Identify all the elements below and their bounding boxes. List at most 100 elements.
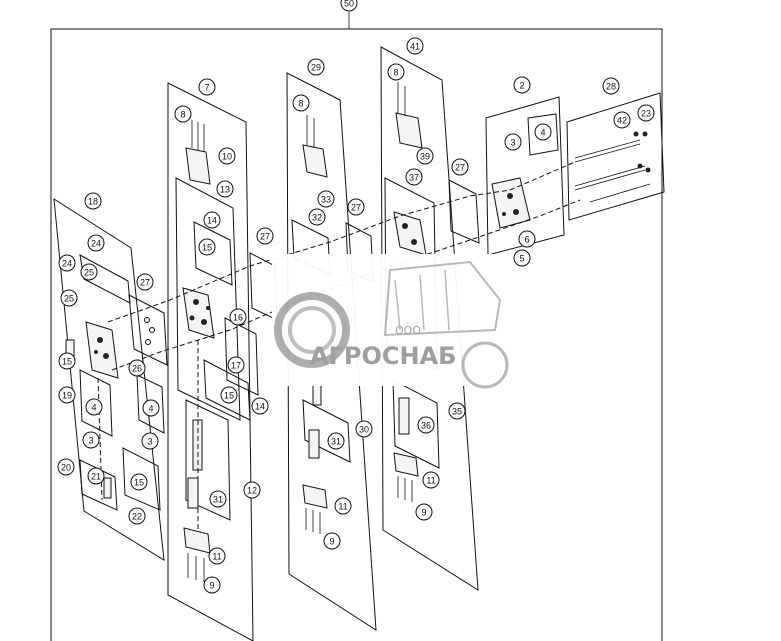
plate-group-28	[566, 92, 665, 221]
callout-label: 15	[134, 478, 144, 488]
plate-group-7	[167, 82, 254, 641]
callout-29: 29	[307, 58, 325, 76]
callout-39: 39	[416, 147, 434, 165]
callout-3: 3	[82, 431, 100, 449]
valve-body-left	[85, 321, 119, 379]
callout-3: 3	[141, 432, 159, 450]
callout-31: 31	[327, 432, 345, 450]
sub-plate-4-left	[79, 369, 113, 437]
sub-plate-30	[302, 399, 351, 463]
callout-27: 27	[136, 273, 154, 291]
callout-12: 12	[243, 481, 261, 499]
plate-group-13	[175, 177, 241, 421]
callout-label: 42	[617, 116, 627, 126]
callout-label: 8	[298, 99, 303, 109]
callout-label: 9	[421, 508, 426, 518]
callout-label: 9	[329, 537, 334, 547]
callout-label: 15	[62, 357, 72, 367]
callout-3: 3	[504, 133, 522, 151]
callout-layer: 5078101314152716171514123111918242524252…	[57, 0, 655, 594]
callout-label: 24	[91, 239, 101, 249]
callout-label: 3	[510, 138, 515, 148]
callout-33: 33	[317, 190, 335, 208]
solenoid-33	[302, 144, 328, 178]
callout-15: 15	[130, 473, 148, 491]
callout-label: 20	[61, 463, 71, 473]
callout-9: 9	[323, 532, 341, 550]
callout-label: 23	[641, 109, 651, 119]
callout-label: 39	[420, 152, 430, 162]
callout-21: 21	[87, 467, 105, 485]
callout-label: 29	[311, 63, 321, 73]
callout-8: 8	[387, 63, 405, 81]
sub-plate-22	[122, 447, 161, 511]
callout-18: 18	[84, 192, 102, 210]
callout-label: 11	[426, 476, 435, 486]
callout-15: 15	[220, 386, 238, 404]
plate-group-2	[485, 96, 565, 256]
sub-plate-36	[392, 379, 440, 469]
valve-body-7	[182, 287, 215, 339]
solenoid-11-left	[183, 527, 211, 554]
callout-label: 3	[147, 437, 152, 447]
callout-23: 23	[637, 104, 655, 122]
solenoid-10	[185, 147, 211, 185]
callout-label: 15	[202, 243, 212, 253]
callout-label: 12	[247, 486, 257, 496]
callout-label: 5	[519, 254, 524, 264]
watermark-tractor-icon	[383, 260, 509, 389]
callout-42: 42	[613, 111, 631, 129]
callout-14: 14	[203, 211, 221, 229]
callout-19: 19	[58, 386, 76, 404]
callout-27: 27	[347, 198, 365, 216]
callout-label: 17	[231, 361, 241, 371]
callout-24: 24	[87, 234, 105, 252]
callout-31: 31	[209, 490, 227, 508]
callout-5: 5	[513, 249, 531, 267]
callout-36: 36	[417, 416, 435, 434]
sub-plate-4-right-group	[527, 113, 559, 156]
callout-label: 16	[233, 313, 243, 323]
callout-11: 11	[334, 497, 352, 515]
callout-label: 19	[62, 391, 72, 401]
callout-14: 14	[251, 397, 269, 415]
callout-label: 8	[180, 110, 185, 120]
callout-8: 8	[174, 105, 192, 123]
callout-15: 15	[58, 352, 76, 370]
callout-2: 2	[513, 76, 531, 94]
inlet-section-2	[491, 177, 531, 229]
callout-label: 36	[421, 421, 431, 431]
watermark-gear-icon	[274, 292, 350, 368]
sub-plate-14-bottom	[203, 359, 251, 421]
callout-label: 9	[209, 581, 214, 591]
watermark-prefix: ООО	[395, 324, 421, 337]
callout-22: 22	[128, 507, 146, 525]
sub-plate-14-top	[193, 221, 233, 286]
callout-15: 15	[198, 238, 216, 256]
solenoid-39	[395, 112, 423, 149]
callout-label: 32	[312, 213, 322, 223]
solenoid-11-mid	[302, 484, 328, 509]
callout-label: 27	[140, 278, 150, 288]
valve-body-41	[393, 211, 427, 256]
sub-plate-12	[185, 399, 231, 521]
callout-41: 41	[406, 37, 424, 55]
callout-11: 11	[422, 471, 440, 489]
callout-32: 32	[308, 208, 326, 226]
watermark: ООО АГРОСНАБ	[272, 254, 509, 389]
callout-label: 50	[344, 0, 354, 9]
callout-16: 16	[229, 308, 247, 326]
callout-label: 4	[540, 128, 545, 138]
callout-label: 14	[255, 402, 265, 412]
sub-plate-16	[224, 317, 259, 396]
callout-label: 2	[519, 81, 524, 91]
callout-20: 20	[57, 458, 75, 476]
callout-28: 28	[602, 77, 620, 95]
callout-11: 11	[208, 547, 226, 565]
callout-25: 25	[80, 263, 98, 281]
callout-4: 4	[534, 123, 552, 141]
callout-label: 41	[410, 42, 420, 52]
callout-label: 14	[207, 216, 217, 226]
callout-4: 4	[142, 399, 160, 417]
